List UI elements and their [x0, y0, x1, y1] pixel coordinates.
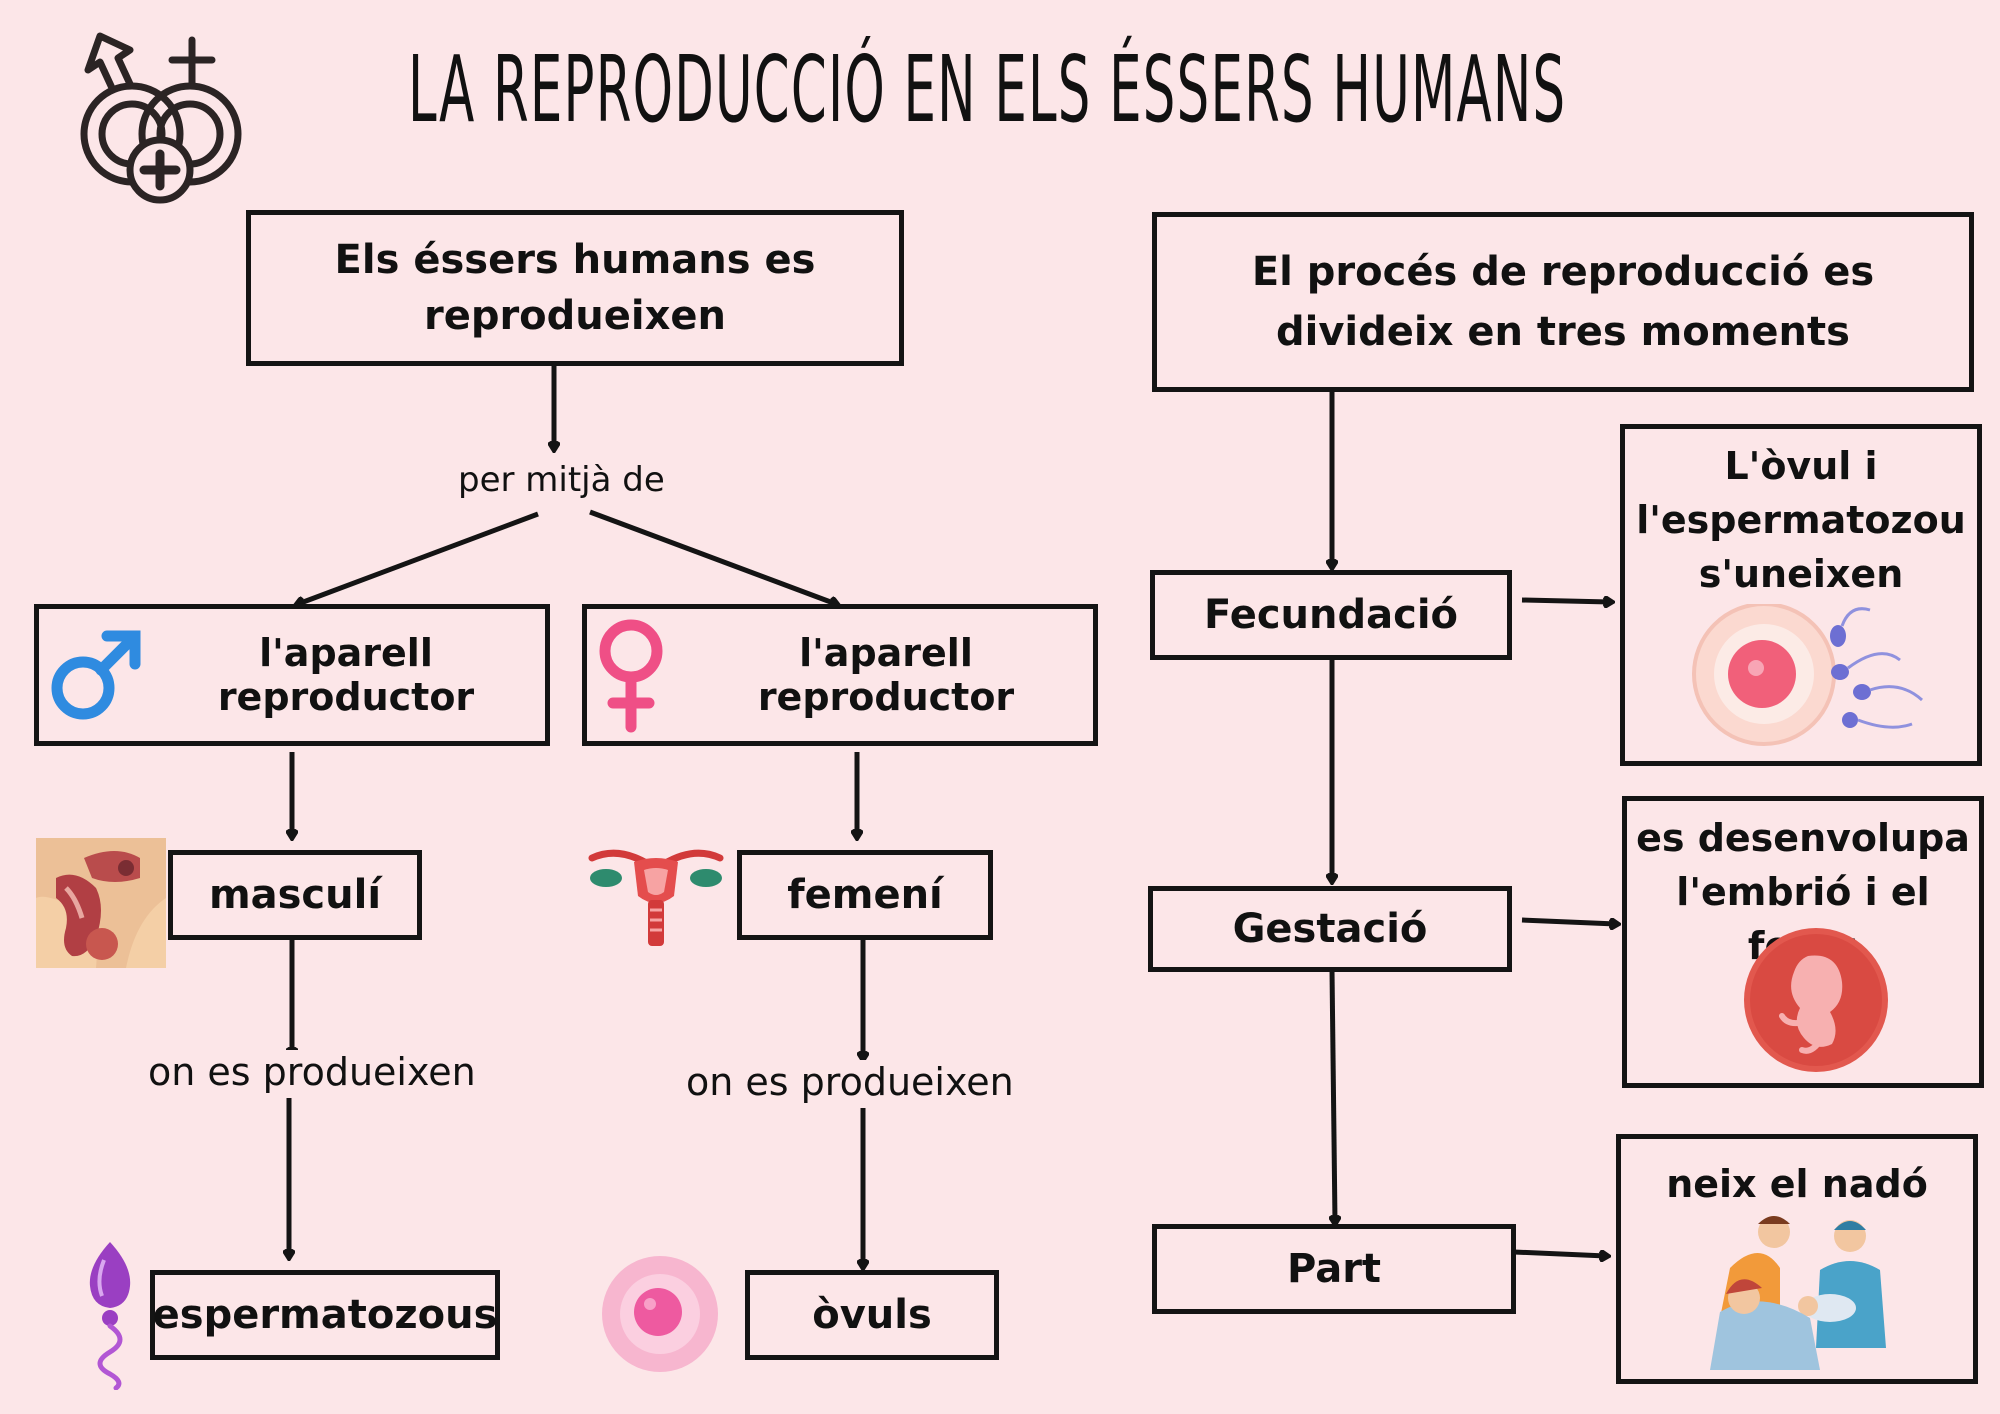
intro-box-left: Els éssers humans es reprodueixen: [246, 210, 904, 366]
female-connector-text: on es produeixen: [686, 1060, 1014, 1104]
female-system-label: l'aparell reproductor: [757, 631, 1015, 719]
desc-box-gestacio: es desenvolupa l'embrió i el fetus: [1622, 796, 1984, 1088]
desc-text-fecundacio: L'òvul i l'espermatozou s'uneixen: [1636, 444, 1966, 596]
stage-label-gestacio: Gestació: [1232, 906, 1428, 952]
male-symbol-icon: [49, 626, 147, 724]
female-symbol-icon: [591, 615, 671, 735]
desc-box-part: neix el nadó: [1616, 1134, 1978, 1384]
ovuls-box: òvuls: [745, 1270, 999, 1360]
intro-box-right: El procés de reproducció es divideix en …: [1152, 212, 1974, 392]
male-anatomy-icon: [36, 838, 166, 968]
arrow-to-part: [1332, 969, 1335, 1222]
arrow-to-male: [298, 511, 539, 604]
arrow-part-desc: [1513, 1249, 1606, 1256]
masculi-label: masculí: [208, 872, 382, 918]
femeni-box: femení: [737, 850, 993, 940]
stage-box-part: Part: [1152, 1224, 1516, 1314]
arrow-gestacio-desc: [1521, 917, 1616, 924]
espermatozous-label: espermatozous: [152, 1292, 498, 1338]
male-system-label: l'aparell reproductor: [217, 631, 475, 719]
gender-symbols-icon: [80, 32, 242, 204]
intro-text-right: El procés de reproducció es divideix en …: [1251, 249, 1875, 355]
male-connector-text: on es produeixen: [148, 1050, 476, 1094]
page-title: LA REPRODUCCIÓ EN ELS ÉSSERS HUMANS: [408, 36, 1567, 143]
male-system-box: l'aparell reproductor: [34, 604, 550, 746]
stage-label-fecundacio: Fecundació: [1203, 592, 1459, 638]
logo-icon: [60, 22, 250, 212]
desc-text-part: neix el nadó: [1666, 1162, 1928, 1206]
arrow-to-female: [589, 509, 836, 604]
female-anatomy-icon: [578, 840, 734, 950]
fetus-icon: [1742, 926, 1890, 1074]
desc-box-fecundacio: L'òvul i l'espermatozou s'uneixen: [1620, 424, 1982, 766]
masculi-box: masculí: [168, 850, 422, 940]
connector-per-mitja: per mitjà de: [458, 460, 665, 500]
femeni-label: femení: [787, 872, 943, 918]
stage-label-part: Part: [1286, 1246, 1382, 1292]
espermatozous-box: espermatozous: [150, 1270, 500, 1360]
birth-icon: [1700, 1208, 1900, 1374]
intro-text-left: Els éssers humans es reprodueixen: [334, 237, 816, 339]
ovuls-label: òvuls: [812, 1292, 932, 1338]
stage-box-gestacio: Gestació: [1148, 886, 1512, 972]
sperm-icon: [80, 1240, 140, 1391]
arrow-fecundacio-desc: [1521, 600, 1610, 602]
ovum-icon: [600, 1254, 720, 1374]
stage-box-fecundacio: Fecundació: [1150, 570, 1512, 660]
fertilization-icon: [1690, 602, 1930, 754]
female-system-box: l'aparell reproductor: [582, 604, 1098, 746]
